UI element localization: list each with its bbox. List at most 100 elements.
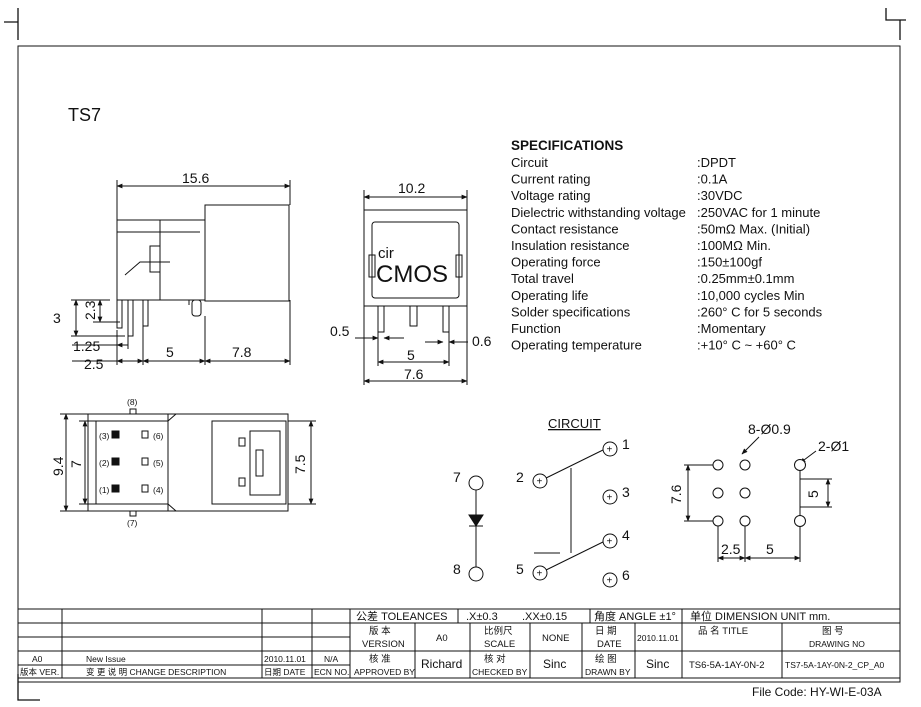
side-view [71,180,291,365]
drawn-cn: 绘 图 [595,653,617,665]
title-cn: 品 名 TITLE [698,625,748,637]
front-view [355,190,468,385]
pin-label-8: (8) [127,397,138,407]
checked-value: Sinc [543,657,566,671]
circuit-label-8: 8 [453,561,461,577]
top-h75-label: 7.5 [292,454,308,474]
terminal-plus: + [607,445,613,456]
pcb-h76-label: 7.6 [668,484,684,504]
pcb-hole [739,515,751,527]
drawn-en: DRAWN BY [585,667,631,677]
pcb-hole [712,487,724,499]
approved-cn: 核 准 [369,653,391,665]
spec-value: :Momentary [697,321,766,336]
title-block-text: 公差 TOLEANCES .X±0.3 .XX±0.15 角度 ANGLE ±1… [20,609,884,677]
spec-value: :0.1A [697,172,728,187]
circuit-terminal [602,441,618,457]
pcb-holes-label: 8-Ø0.9 [748,421,791,437]
top-h94-label: 9.4 [50,456,66,476]
drawing-no-value: TS7-5A-1AY-0N-2_CP_A0 [785,660,884,670]
spec-value: :260° C for 5 seconds [697,304,823,319]
circuit-label-1: 1 [622,436,630,452]
top-view [60,408,316,517]
front-logo-cir: cir [378,245,394,262]
pin-label-5: (5) [153,458,164,468]
dimension-unit: 单位 DIMENSION UNIT mm. [690,609,830,623]
side-d78-label: 7.8 [232,344,252,360]
side-d25-label: 2.5 [84,356,104,372]
circuit-terminal [532,565,548,581]
spec-label: Operating temperature [511,338,642,353]
rev-date: 2010.11.01 [264,654,306,664]
front-view-labels: 10.2 cir CMOS 0.5 0.6 5 7.6 [330,180,492,382]
spec-label: Insulation resistance [511,238,630,253]
pcb-mount-label: 2-Ø1 [818,438,849,454]
drawing-no-cn: 图 号 [822,626,844,637]
side-width-label: 15.6 [182,170,209,186]
side-height23-label: 2.3 [82,300,98,320]
side-height3-label: 3 [53,310,61,326]
scale-en: SCALE [484,639,515,650]
spec-value: :100MΩ Min. [697,238,771,253]
col-version: 版本 VER. [20,667,59,677]
pin-label-1: (1) [99,485,110,495]
col-date: 日期 DATE [264,667,306,677]
version-cn: 版 本 [369,625,391,637]
side-d5-label: 5 [166,344,174,360]
drawing-no-en: DRAWING NO [809,639,865,649]
date-value: 2010.11.01 [637,633,679,643]
front-logo-cmos: CMOS [376,261,448,288]
pcb-mount-hole [794,515,806,527]
pcb-mount-hole [794,459,806,471]
spec-label: Current rating [511,172,590,187]
title-value: TS6-5A-1AY-0N-2 [689,660,765,671]
spec-label: Total travel [511,271,574,286]
pcb-hole [739,487,751,499]
circuit-terminal [602,533,618,549]
circuit-label-4: 4 [622,527,630,543]
tolerances-label: 公差 TOLEANCES [356,609,448,623]
circuit-label-3: 3 [622,484,630,500]
spec-label: Dielectric withstanding voltage [511,205,686,220]
terminal-plus: + [607,493,613,504]
drawn-value: Sinc [646,657,669,671]
spec-value: :0.25mm±0.1mm [697,271,794,286]
terminal-plus: + [537,569,543,580]
col-ecn: ECN NO. [314,667,349,677]
drawing-frame [17,45,901,683]
spec-value: :+10° C ~ +60° C [697,338,796,353]
spec-value: :10,000 cycles Min [697,288,805,303]
terminal-plus: + [537,477,543,488]
front-width-label: 10.2 [398,180,425,196]
spec-label: Voltage rating [511,188,591,203]
pin-label-6: (6) [153,431,164,441]
col-description: 变 更 说 明 CHANGE DESCRIPTION [86,667,226,677]
circuit-terminal [602,489,618,505]
date-cn: 日 期 [595,626,617,637]
version-en: VERSION [362,639,405,650]
spec-value: :DPDT [697,155,736,170]
front-d05-label: 0.5 [330,323,350,339]
spec-label: Solder specifications [511,304,631,319]
pin-label-4: (4) [153,485,164,495]
rev-ecn: N/A [324,654,339,664]
pin-label-3: (3) [99,431,110,441]
pin-label-7: (7) [127,518,138,528]
tolerance-1: .X±0.3 [466,611,498,623]
circuit-label-2: 2 [516,469,524,485]
circuit-terminal [602,572,618,588]
circuit-label-7: 7 [453,469,461,485]
circuit-diagram: CIRCUIT ++++++ 1 2 3 4 5 6 7 8 [453,416,630,588]
spec-value: :250VAC for 1 minute [697,205,820,220]
approved-en: APPROVED BY [354,667,415,677]
pcb-w25-label: 2.5 [721,541,741,557]
scale-cn: 比例尺 [484,625,513,637]
scale-value: NONE [542,633,569,644]
circuit-terminal [532,473,548,489]
part-title: TS7 [68,105,101,125]
pcb-w5-label: 5 [766,541,774,557]
file-code: File Code: HY-WI-E-03A [752,685,882,699]
circuit-terminal [468,475,484,491]
